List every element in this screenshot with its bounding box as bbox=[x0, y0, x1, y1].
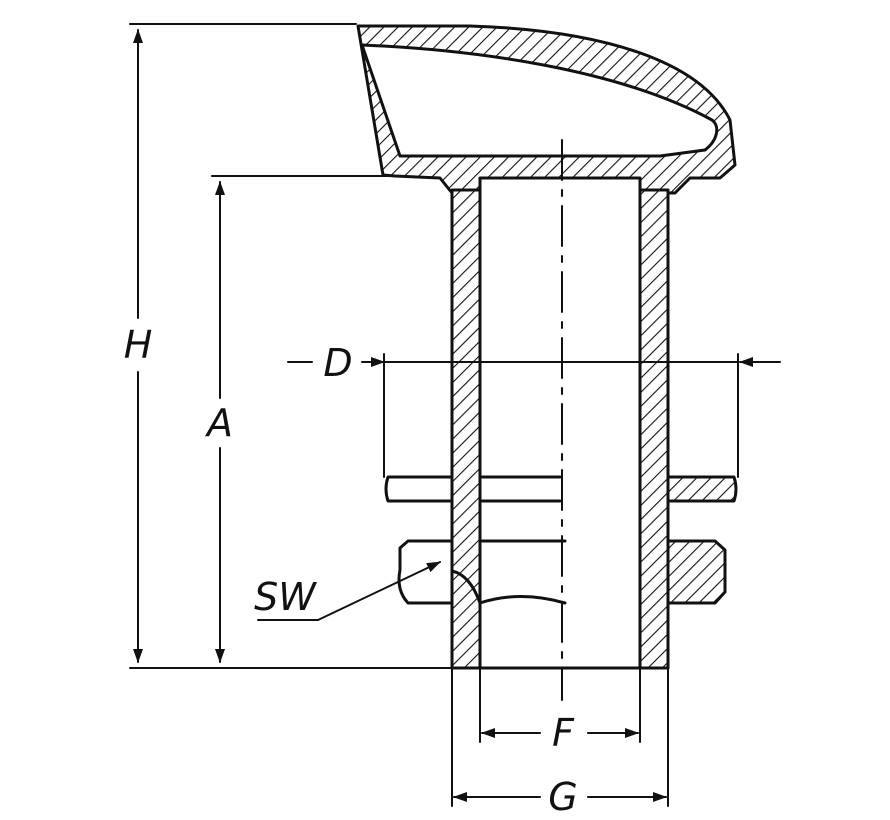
label-g: G bbox=[548, 775, 577, 819]
sw-arrow bbox=[317, 561, 441, 621]
nut-left bbox=[397, 539, 454, 605]
washer-right-section bbox=[666, 475, 738, 503]
label-d: D bbox=[323, 341, 352, 385]
nut-right-section bbox=[666, 539, 727, 605]
label-h: H bbox=[124, 323, 153, 367]
vent-head-cavity bbox=[360, 43, 719, 158]
nut-left-inner bbox=[450, 539, 567, 605]
washer-left bbox=[384, 475, 454, 503]
tube-right-wall bbox=[638, 188, 670, 670]
label-f: F bbox=[552, 711, 575, 755]
label-sw: SW bbox=[254, 575, 317, 619]
label-a: A bbox=[204, 401, 233, 445]
tube-left-wall bbox=[450, 188, 482, 670]
